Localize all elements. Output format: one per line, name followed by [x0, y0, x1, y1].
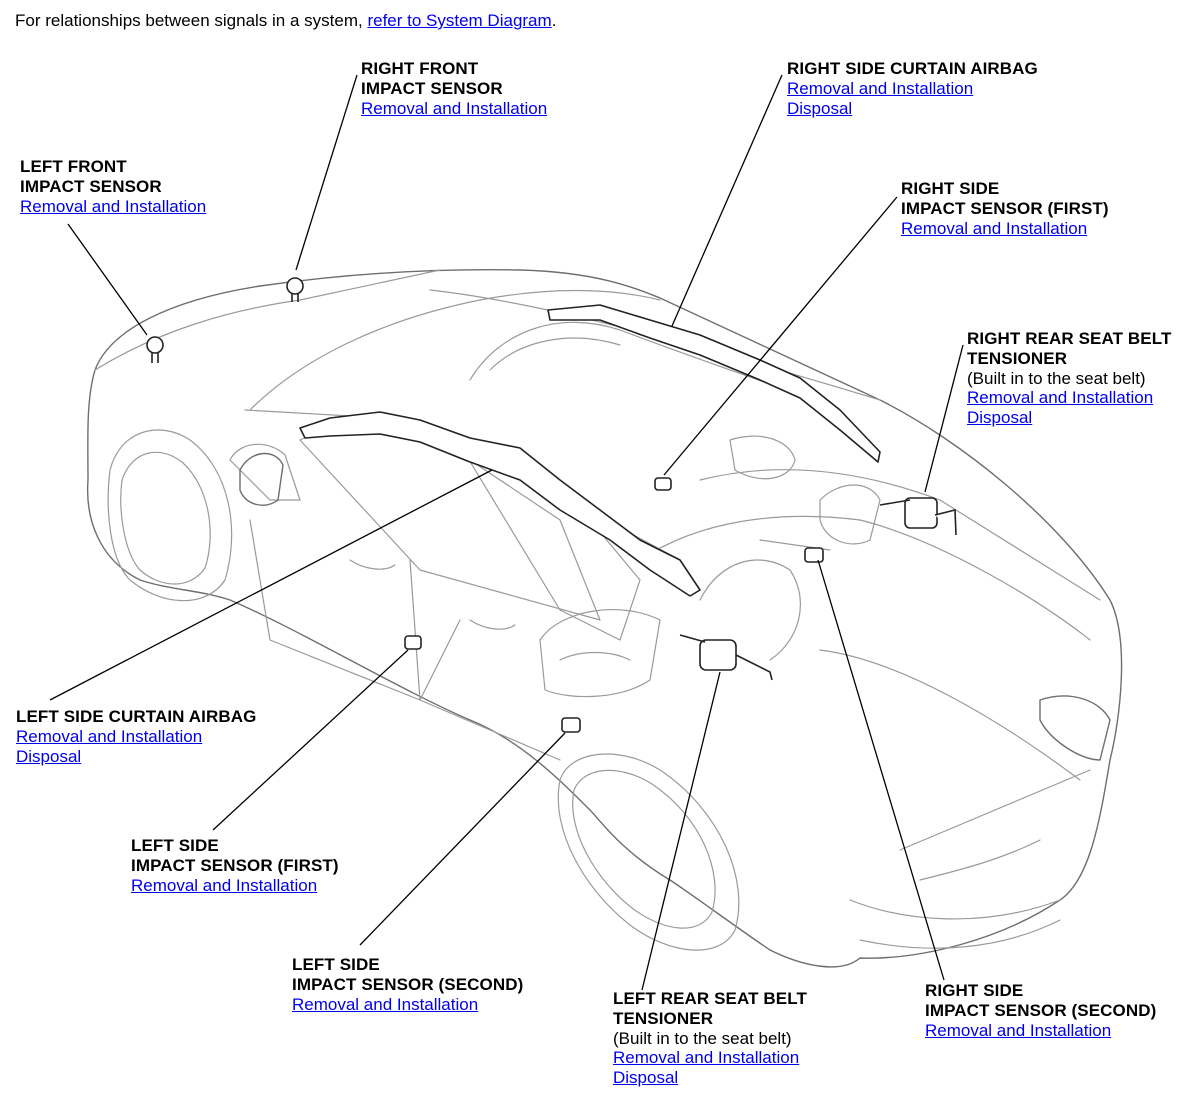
callout-title: RIGHT SIDE CURTAIN AIRBAG: [787, 59, 1038, 78]
right-side-impact-sensor-second-part: [804, 547, 824, 563]
disposal-link[interactable]: Disposal: [967, 408, 1033, 428]
intro-suffix: .: [551, 11, 557, 30]
removal-installation-link[interactable]: Removal and Installation: [613, 1048, 800, 1068]
callout-title: TENSIONER: [967, 348, 1068, 368]
leader-right-side-curtain-airbag: [671, 74, 783, 327]
callout-title: LEFT SIDE CURTAIN AIRBAG: [16, 707, 257, 726]
callout-title: RIGHT SIDE: [925, 981, 1024, 1000]
leader-right-side-impact-sensor-first: [663, 196, 898, 476]
removal-installation-link[interactable]: Removal and Installation: [16, 726, 203, 746]
removal-installation-link[interactable]: Removal and Installation: [20, 196, 207, 216]
disposal-link[interactable]: Disposal: [613, 1068, 679, 1088]
left-front-impact-sensor-part: [146, 336, 164, 363]
removal-installation-link[interactable]: Removal and Installation: [361, 98, 548, 118]
callout-left-side-curtain-airbag: LEFT SIDE CURTAIN AIRBAG Removal and Ins…: [16, 707, 256, 766]
intro-text: For relationships between signals in a s…: [15, 10, 556, 32]
system-diagram-link[interactable]: refer to System Diagram: [367, 11, 552, 30]
callout-right-side-curtain-airbag: RIGHT SIDE CURTAIN AIRBAG Removal and In…: [787, 59, 1038, 118]
callout-title: IMPACT SENSOR: [20, 176, 162, 196]
callout-title: LEFT SIDE: [131, 836, 219, 855]
removal-installation-link[interactable]: Removal and Installation: [967, 388, 1154, 408]
callout-right-side-impact-sensor-first: RIGHT SIDE IMPACT SENSOR (FIRST) Removal…: [901, 179, 1109, 238]
removal-installation-link[interactable]: Removal and Installation: [925, 1020, 1112, 1040]
leader-left-rear-seat-belt-tensioner: [641, 671, 721, 991]
callout-title: IMPACT SENSOR (FIRST): [131, 855, 339, 875]
callout-note: (Built in to the seat belt): [613, 1028, 792, 1048]
leader-left-front-impact-sensor: [67, 223, 148, 336]
callout-right-side-impact-sensor-second: RIGHT SIDE IMPACT SENSOR (SECOND) Remova…: [925, 981, 1156, 1040]
callout-title: LEFT SIDE: [292, 955, 380, 974]
left-rear-seat-belt-tensioner-part: [679, 634, 773, 681]
removal-installation-link[interactable]: Removal and Installation: [901, 218, 1088, 238]
leader-left-side-curtain-airbag: [49, 469, 493, 701]
left-curtain-airbag-shape: [299, 411, 701, 597]
left-side-impact-sensor-first-part: [404, 635, 422, 650]
callout-title: LEFT REAR SEAT BELT: [613, 989, 807, 1008]
callout-title: IMPACT SENSOR (FIRST): [901, 198, 1109, 218]
removal-installation-link[interactable]: Removal and Installation: [787, 78, 974, 98]
callout-title: IMPACT SENSOR (SECOND): [925, 1000, 1157, 1020]
callout-title: RIGHT FRONT: [361, 59, 479, 78]
right-curtain-airbag-shape: [547, 304, 881, 463]
removal-installation-link[interactable]: Removal and Installation: [131, 875, 318, 895]
callout-right-rear-seat-belt-tensioner: RIGHT REAR SEAT BELT TENSIONER (Built in…: [967, 329, 1171, 428]
right-rear-seat-belt-tensioner-part: [879, 497, 957, 536]
leader-lines: [49, 74, 964, 991]
intro-prefix: For relationships between signals in a s…: [15, 11, 368, 30]
callout-left-rear-seat-belt-tensioner: LEFT REAR SEAT BELT TENSIONER (Built in …: [613, 989, 807, 1088]
leader-right-front-impact-sensor: [295, 74, 358, 271]
right-front-impact-sensor-part: [286, 277, 304, 302]
leader-right-rear-seat-belt-tensioner: [924, 344, 964, 493]
callout-title: LEFT FRONT: [20, 157, 127, 176]
left-side-impact-sensor-second-part: [561, 717, 581, 733]
leader-right-side-impact-sensor-second: [817, 559, 945, 981]
callout-title: RIGHT SIDE: [901, 179, 1000, 198]
callout-title: TENSIONER: [613, 1008, 714, 1028]
callout-title: IMPACT SENSOR: [361, 78, 503, 98]
leader-left-side-impact-sensor-second: [359, 732, 566, 946]
callout-left-side-impact-sensor-second: LEFT SIDE IMPACT SENSOR (SECOND) Removal…: [292, 955, 523, 1014]
right-side-impact-sensor-first-part: [654, 477, 672, 491]
callout-note: (Built in to the seat belt): [967, 368, 1146, 388]
removal-installation-link[interactable]: Removal and Installation: [292, 994, 479, 1014]
callout-right-front-impact-sensor: RIGHT FRONT IMPACT SENSOR Removal and In…: [361, 59, 547, 118]
disposal-link[interactable]: Disposal: [16, 746, 82, 766]
callout-left-side-impact-sensor-first: LEFT SIDE IMPACT SENSOR (FIRST) Removal …: [131, 836, 339, 895]
callout-title: RIGHT REAR SEAT BELT: [967, 329, 1172, 348]
leader-left-side-impact-sensor-first: [212, 649, 409, 831]
disposal-link[interactable]: Disposal: [787, 98, 853, 118]
callout-title: IMPACT SENSOR (SECOND): [292, 974, 524, 994]
callout-left-front-impact-sensor: LEFT FRONT IMPACT SENSOR Removal and Ins…: [20, 157, 206, 216]
